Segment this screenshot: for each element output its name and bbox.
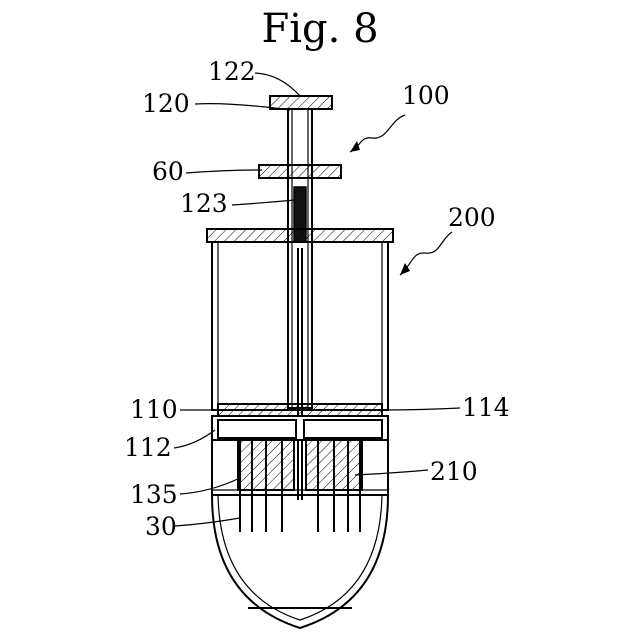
label-120: 120 [142, 89, 190, 118]
label-123: 123 [180, 189, 228, 218]
label-30: 30 [145, 512, 177, 541]
figure-title: Fig. 8 [261, 6, 378, 52]
label-112: 112 [124, 433, 172, 462]
flange [259, 165, 341, 178]
label-122: 122 [208, 57, 256, 86]
plunger-cap [270, 96, 332, 109]
label-135: 135 [130, 480, 178, 509]
label-100: 100 [402, 81, 450, 110]
label-200: 200 [448, 203, 496, 232]
label-60: 60 [152, 157, 184, 186]
label-110: 110 [130, 395, 178, 424]
label-210: 210 [430, 457, 478, 486]
piston-plate [218, 404, 382, 416]
container-lid [207, 229, 393, 242]
label-114: 114 [462, 393, 510, 422]
